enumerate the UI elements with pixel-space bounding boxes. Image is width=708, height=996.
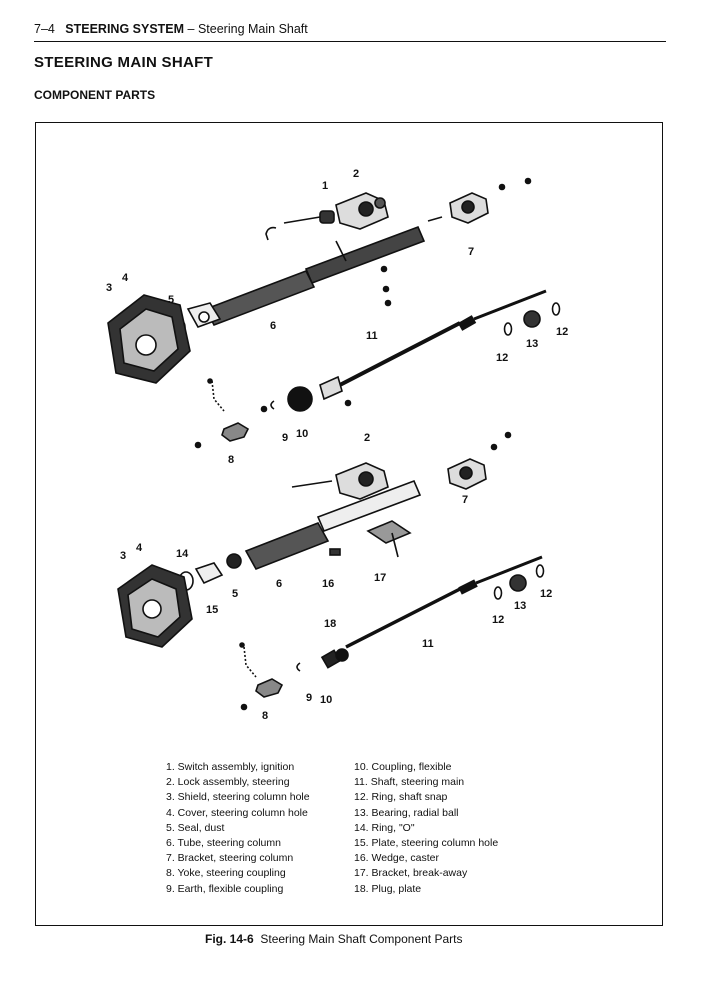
callout-12b: 12 (556, 326, 568, 338)
flexible-coupling-part (287, 386, 313, 412)
callout-b4: 4 (136, 542, 143, 554)
figure-label: Fig. 14-6 (205, 932, 254, 946)
section-title: STEERING MAIN SHAFT (34, 54, 214, 71)
parts-legend-left: 1. Switch assembly, ignition 2. Lock ass… (166, 760, 310, 897)
callout-b16: 16 (322, 578, 334, 590)
callout-b10: 10 (320, 694, 332, 706)
bottom-assembly (117, 431, 545, 711)
legend-item: 1. Switch assembly, ignition (166, 761, 295, 773)
callout-3: 3 (106, 282, 112, 294)
callout-9: 9 (282, 432, 288, 444)
figure-caption: Fig. 14-6 Steering Main Shaft Component … (205, 932, 462, 946)
callout-7: 7 (468, 246, 474, 258)
callout-2: 2 (353, 168, 359, 180)
exploded-diagram: 1 2 3 4 5 6 7 8 9 10 11 12 12 13 2 3 4 1… (106, 168, 568, 722)
figure-title: Steering Main Shaft Component Parts (260, 932, 463, 946)
main-shaft-lower (345, 555, 543, 649)
callout-11: 11 (366, 330, 378, 342)
column-bracket-part (427, 192, 489, 224)
callout-b15: 15 (206, 604, 218, 616)
legend-item: 15. Plate, steering column hole (354, 837, 499, 850)
coupling-yoke-part (221, 422, 250, 442)
caster-wedge-part (329, 548, 341, 556)
bottom-callouts: 2 3 4 14 5 15 6 16 17 7 18 11 12 12 13 8… (120, 432, 552, 722)
legend-item: 10. Coupling, flexible (354, 761, 452, 773)
legend-item: 11. Shaft, steering main (354, 776, 465, 789)
callout-b8: 8 (262, 710, 268, 722)
legend-item: 13. Bearing, radial ball (354, 806, 459, 819)
legend-item: 14. Ring, "O" (354, 821, 415, 834)
legend-item: 12. Ring, shaft snap (354, 791, 448, 804)
main-shaft-upper (319, 289, 547, 401)
callout-10: 10 (296, 428, 308, 440)
callout-b12b: 12 (540, 588, 552, 600)
break-away-bracket-part (366, 520, 412, 544)
figure-frame (35, 122, 663, 926)
callout-b11: 11 (422, 638, 434, 650)
ignition-switch-part (265, 210, 335, 241)
steering-lock-part (335, 192, 389, 230)
callout-b18: 18 (324, 618, 336, 630)
header-separator: – (184, 22, 198, 36)
chapter-title: STEERING SYSTEM (65, 22, 185, 36)
callout-b5: 5 (232, 588, 238, 600)
column-tube-lower (244, 479, 422, 570)
callout-b9: 9 (306, 692, 312, 704)
steering-lock-part-lower (291, 462, 389, 500)
legend-item: 2. Lock assembly, steering (166, 776, 290, 789)
legend-item: 18. Plug, plate (354, 882, 422, 895)
callout-4: 4 (122, 272, 129, 284)
callout-b6: 6 (276, 578, 282, 590)
callout-13: 13 (526, 338, 538, 350)
callout-12a: 12 (496, 352, 508, 364)
legend-item: 16. Wedge, caster (354, 852, 440, 865)
column-hole-plate-part (194, 562, 224, 585)
column-tube-upper (204, 225, 426, 327)
callout-b2: 2 (364, 432, 370, 444)
page-number: 7–4 (34, 22, 55, 36)
top-callouts: 1 2 3 4 5 6 7 8 9 10 11 12 12 13 (106, 168, 568, 466)
header-rule (34, 41, 666, 42)
callout-6: 6 (270, 320, 276, 332)
callout-b17: 17 (374, 572, 386, 584)
column-bracket-part-lower (447, 458, 487, 490)
top-assembly (107, 177, 561, 449)
subsection-title: COMPONENT PARTS (34, 88, 156, 102)
legend-item: 6. Tube, steering column (166, 837, 281, 850)
callout-8: 8 (228, 454, 234, 466)
callout-b13: 13 (514, 600, 526, 612)
callout-5: 5 (168, 294, 174, 306)
callout-b14: 14 (176, 548, 189, 560)
legend-item: 3. Shield, steering column hole (166, 791, 310, 804)
column-hole-cover-part (107, 294, 191, 384)
header-topic: Steering Main Shaft (197, 22, 308, 36)
column-hole-cover-part-lower (117, 564, 193, 648)
legend-item: 4. Cover, steering column hole (166, 806, 308, 819)
radial-bearing-part (523, 310, 541, 328)
legend-item: 9. Earth, flexible coupling (166, 882, 284, 895)
callout-b3: 3 (120, 550, 126, 562)
legend-item: 7. Bracket, steering column (166, 852, 294, 865)
callout-1: 1 (322, 180, 328, 192)
legend-item: 17. Bracket, break-away (354, 867, 468, 880)
legend-item: 5. Seal, dust (166, 821, 225, 834)
running-head: 7–4 STEERING SYSTEM – Steering Main Shaf… (34, 22, 308, 36)
parts-legend-right: 10. Coupling, flexible 11. Shaft, steeri… (354, 760, 498, 897)
coupling-yoke-part-lower (255, 678, 284, 698)
callout-b7: 7 (462, 494, 468, 506)
callout-b12a: 12 (492, 614, 504, 626)
legend-item: 8. Yoke, steering coupling (166, 867, 286, 880)
